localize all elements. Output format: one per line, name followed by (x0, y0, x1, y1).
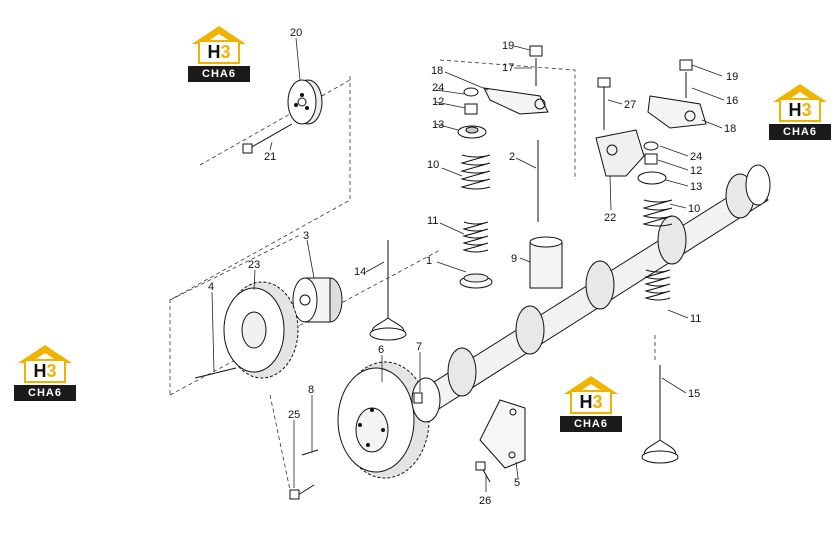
callout-2: 2 (509, 151, 515, 163)
part-7-keyway (413, 392, 423, 404)
callout-8: 8 (308, 384, 314, 396)
part-27-bolt (597, 77, 611, 130)
spring-11-left (462, 221, 489, 253)
callout-19-right: 19 (726, 71, 738, 83)
brand-logo-center: H3 CHA6 (560, 376, 622, 434)
callout-5: 5 (514, 477, 520, 489)
logo-text: CHA6 (769, 124, 831, 140)
callout-12-left: 12 (432, 96, 444, 108)
callout-17: 18 (724, 123, 736, 135)
brand-logo-top-right: H3 CHA6 (769, 84, 831, 142)
part-4-shaft (194, 367, 237, 379)
callout-11-left: 11 (427, 215, 438, 227)
part-12-24-keepers-right (637, 141, 667, 185)
callout-11-right: 11 (690, 313, 701, 325)
part-3-bushing (292, 277, 343, 323)
part-14-valve (369, 240, 407, 341)
callout-25: 26 (479, 495, 491, 507)
callout-20: 20 (290, 27, 302, 39)
part-25-bolt (475, 461, 491, 483)
spring-10-left (460, 154, 491, 190)
callout-18-left: 17 (502, 62, 514, 74)
callout-16: 18 (431, 65, 443, 77)
part-13-retainer-left (457, 125, 487, 139)
callout-24-left: 24 (432, 82, 444, 94)
part-6-gear (337, 361, 430, 479)
callout-10-right: 10 (688, 203, 700, 215)
callout-23: 21 (264, 151, 276, 163)
part-18-19-adjuster-right (679, 59, 693, 98)
camshaft (411, 164, 771, 423)
logo-text: CHA6 (188, 66, 250, 82)
callout-19-left: 19 (502, 40, 514, 52)
part-1-seat (459, 273, 493, 289)
callout-7: 7 (416, 341, 422, 353)
callout-21: 22 (604, 212, 616, 224)
brand-logo-left: H3 CHA6 (14, 345, 76, 403)
part-26-bolt (289, 484, 315, 500)
callout-4: 4 (208, 281, 214, 293)
logo-text: CHA6 (14, 385, 76, 401)
part-8-pin (301, 449, 319, 456)
part-9-tappet (529, 236, 563, 289)
callout-6: 6 (378, 344, 384, 356)
part-16-rocker-arm (483, 87, 549, 115)
callout-3: 3 (303, 230, 309, 242)
callout-27: 27 (624, 99, 636, 111)
assembly-guides (169, 59, 656, 491)
part-23-bolt (242, 123, 293, 154)
callout-22: 23 (248, 259, 260, 271)
part-5-thrust-plate (479, 399, 526, 469)
callout-9: 9 (511, 253, 517, 265)
logo-text: CHA6 (560, 416, 622, 432)
callout-labels: 20 21 3 23 4 14 6 7 8 25 26 5 1 10 11 9 … (208, 27, 738, 507)
part-12-24-keepers-left (463, 87, 479, 115)
callout-13-right: 13 (690, 181, 702, 193)
part-21-rocker-bracket (595, 129, 645, 177)
callout-15: 15 (688, 388, 700, 400)
leader-lines (211, 37, 725, 492)
brand-logo-top-left: H3 CHA6 (188, 26, 250, 84)
callout-26: 25 (288, 409, 300, 421)
callout-1: 1 (426, 255, 432, 267)
callout-18-right: 16 (726, 95, 738, 107)
part-22-gear (223, 281, 299, 379)
callout-13-left: 13 (432, 119, 444, 131)
part-20-pulley (287, 79, 323, 125)
part-15-valve (641, 365, 679, 464)
part-17-rocker-arm (647, 95, 707, 129)
callout-24-right: 24 (690, 151, 702, 163)
callout-12-right: 12 (690, 165, 702, 177)
callout-14: 14 (354, 266, 366, 278)
spring-11-right (644, 269, 671, 301)
part-18-19-adjuster-left (529, 45, 543, 86)
spring-10-right (642, 199, 673, 227)
callout-10-left: 10 (427, 159, 439, 171)
